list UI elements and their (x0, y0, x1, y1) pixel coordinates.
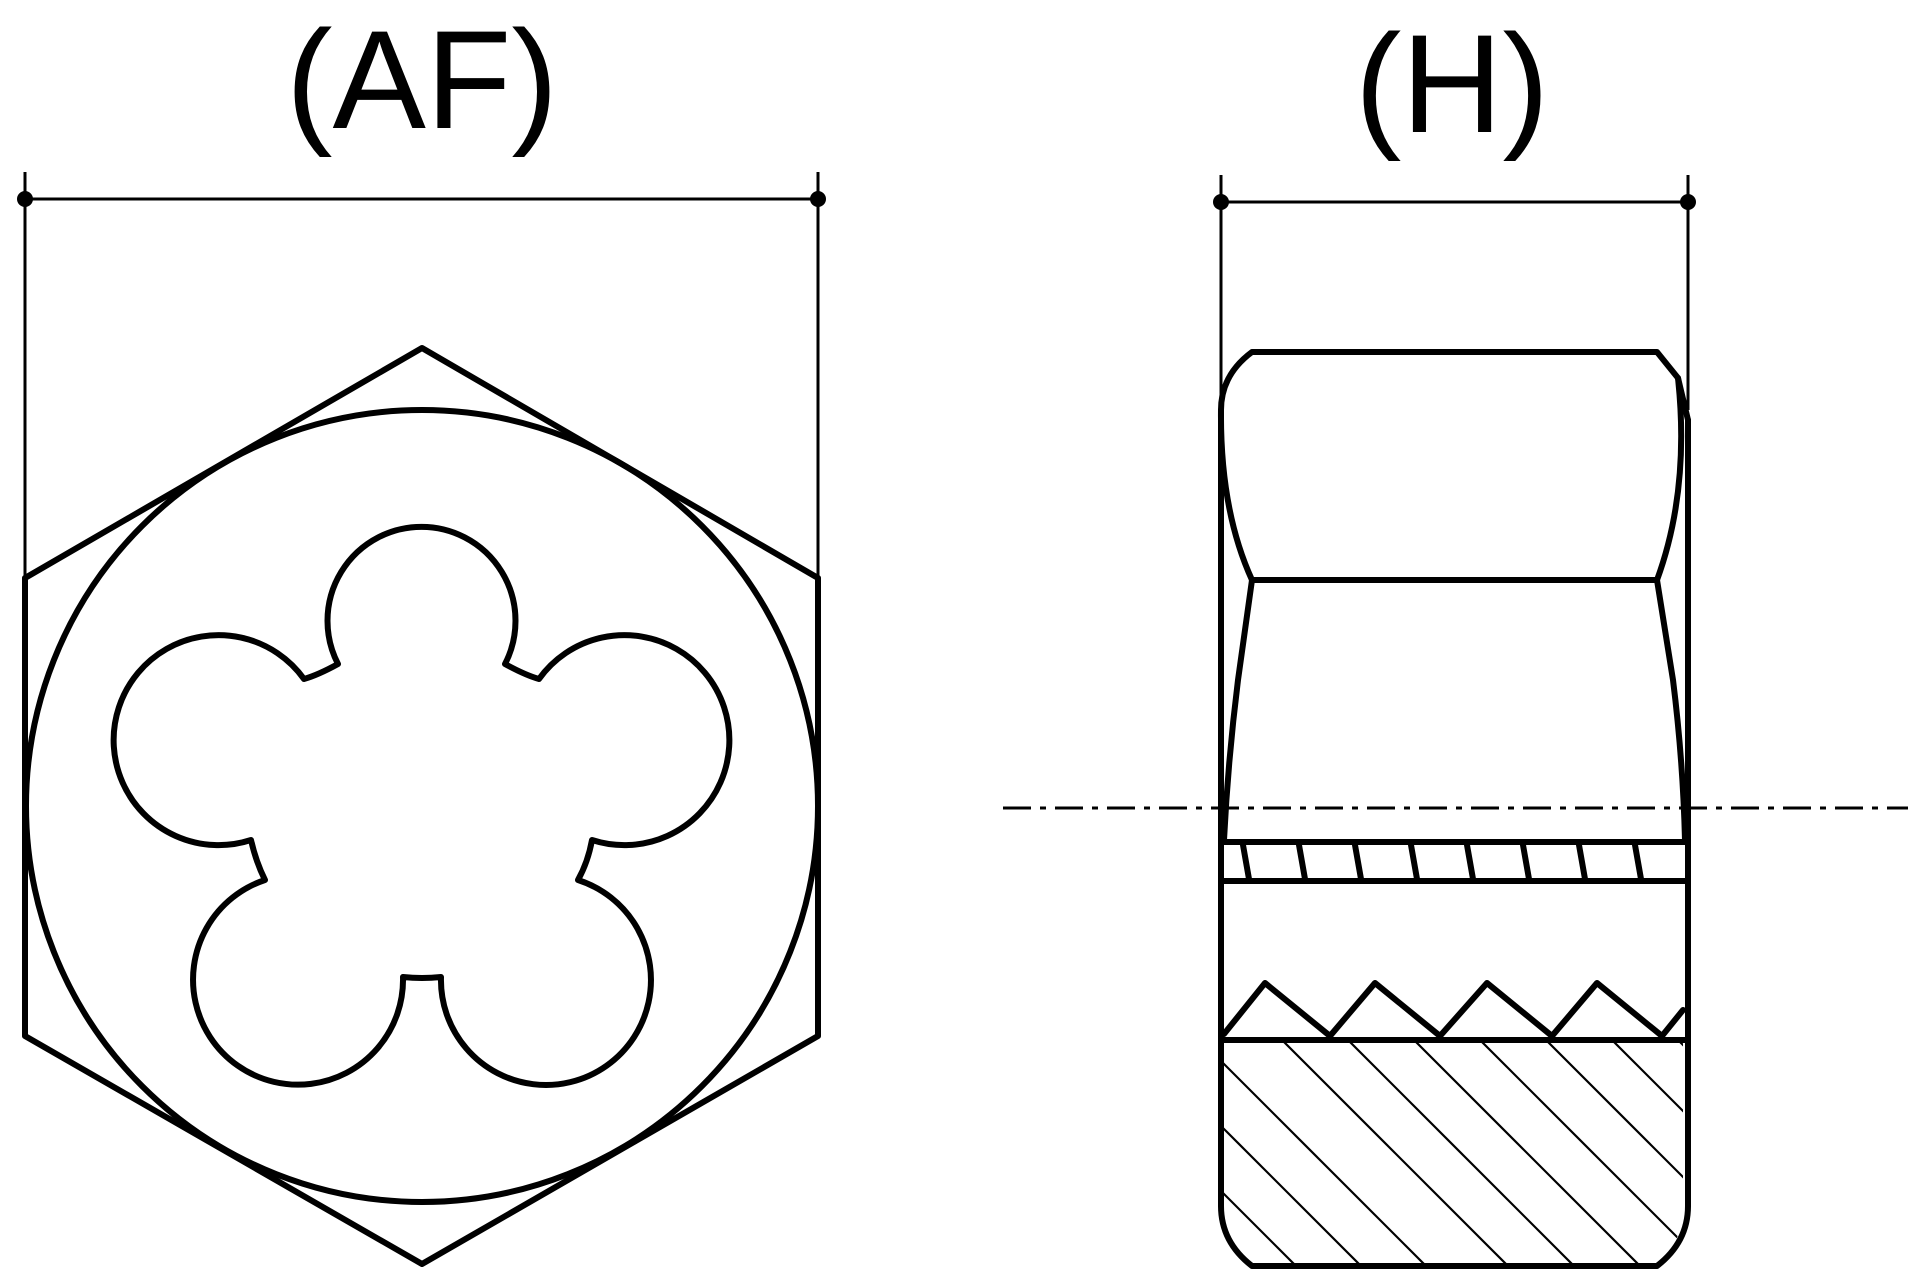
h-dimension-label: (H) (1355, 5, 1549, 162)
knurl-band (1218, 839, 1691, 884)
die-circle (23, 407, 821, 1205)
knurl-tick (1632, 842, 1644, 882)
h-dimension: (H) (1213, 5, 1696, 410)
knurl-tick (1520, 842, 1532, 882)
side-view: (H) (1003, 5, 1908, 1269)
h-dimension-dot-right (1680, 194, 1696, 210)
af-dimension-label: (AF) (286, 1, 558, 158)
af-dimension: (AF) (17, 1, 826, 578)
section-hatch (1221, 1040, 1683, 1266)
side-bottom-edge (1218, 1203, 1691, 1269)
hex-face-left-curve (1217, 407, 1255, 583)
knurl-tick (1352, 842, 1364, 882)
hex-outline (22, 345, 821, 1267)
knurl-tick (1464, 842, 1476, 882)
knurl-tick (1296, 842, 1308, 882)
flank-taper-right (1654, 577, 1688, 843)
flank-taper-left (1221, 577, 1255, 843)
knurl-tick (1240, 842, 1252, 882)
knurl-tick (1576, 842, 1588, 882)
hex-face-right-curve (1654, 375, 1685, 583)
h-dimension-dot-left (1213, 194, 1229, 210)
hex-top-face (1218, 349, 1691, 423)
die-flower-hole (110, 523, 733, 1088)
knurl-tick (1408, 842, 1420, 882)
thread-profile (1221, 980, 1686, 1039)
front-view: (AF) (17, 1, 826, 1267)
af-dimension-dot-right (810, 191, 826, 207)
af-dimension-dot-left (17, 191, 33, 207)
